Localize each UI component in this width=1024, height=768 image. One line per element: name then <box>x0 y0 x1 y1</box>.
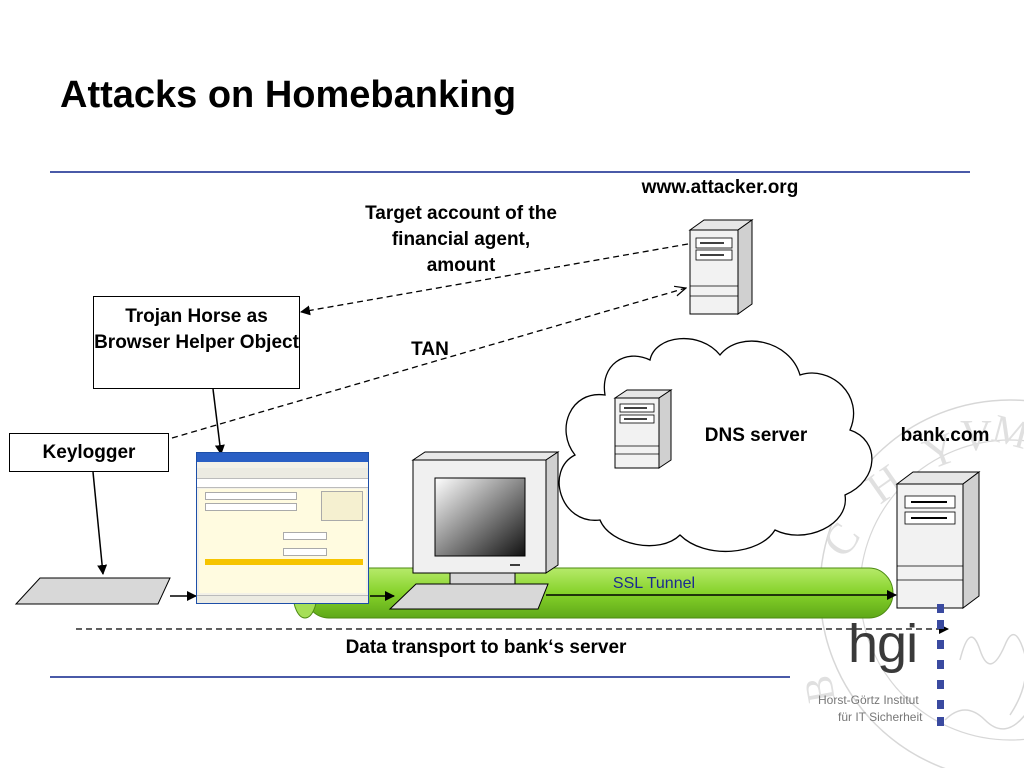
hgi-logo-icon <box>937 604 944 726</box>
client-monitor-icon <box>411 451 560 586</box>
bank-server-icon <box>895 471 981 609</box>
tan-label: TAN <box>411 339 449 360</box>
browser-titlebar <box>197 453 368 462</box>
hgi-logo-mark: hgi <box>848 614 918 674</box>
hgi-logo-line2: für IT Sicherheit <box>838 710 923 724</box>
browser-select <box>205 492 297 500</box>
browser-address-bar <box>197 478 368 488</box>
arrow-keylogger-to-keyboard <box>92 471 108 575</box>
browser-pin-input <box>283 548 327 556</box>
hgi-logo-line1: Horst-Görtz Institut <box>818 693 919 707</box>
browser-stripe <box>205 559 363 565</box>
bank-host-label: bank.com <box>900 425 990 446</box>
keyboard-icon <box>14 577 171 605</box>
page-title: Attacks on Homebanking <box>60 74 517 116</box>
svg-text:V: V <box>960 411 992 460</box>
browser-sidebar-box <box>321 491 363 521</box>
client-keyboard-icon <box>388 583 549 610</box>
arrow-trojan-to-browser <box>212 388 225 455</box>
browser-content <box>199 489 366 593</box>
dns-server-label: DNS server <box>704 425 808 446</box>
browser-window <box>196 452 369 604</box>
dns-server-icon <box>613 389 673 469</box>
browser-toolbar <box>197 468 368 478</box>
trojan-horse-box: Trojan Horse as Browser Helper Object <box>93 296 300 389</box>
browser-statusbar <box>197 595 368 603</box>
attacker-host-label: www.attacker.org <box>641 177 799 198</box>
keylogger-box: Keylogger <box>9 433 169 472</box>
arrow-attacker-to-trojan <box>300 243 689 316</box>
browser-select <box>205 503 297 511</box>
browser-login-input <box>283 532 327 540</box>
ssl-tunnel-label: SSL Tunnel <box>612 575 696 592</box>
data-transport-label: Data transport to bank‘s server <box>345 637 627 658</box>
attacker-server-icon <box>688 219 754 315</box>
target-account-label: Target account of the financial agent, a… <box>365 203 557 276</box>
